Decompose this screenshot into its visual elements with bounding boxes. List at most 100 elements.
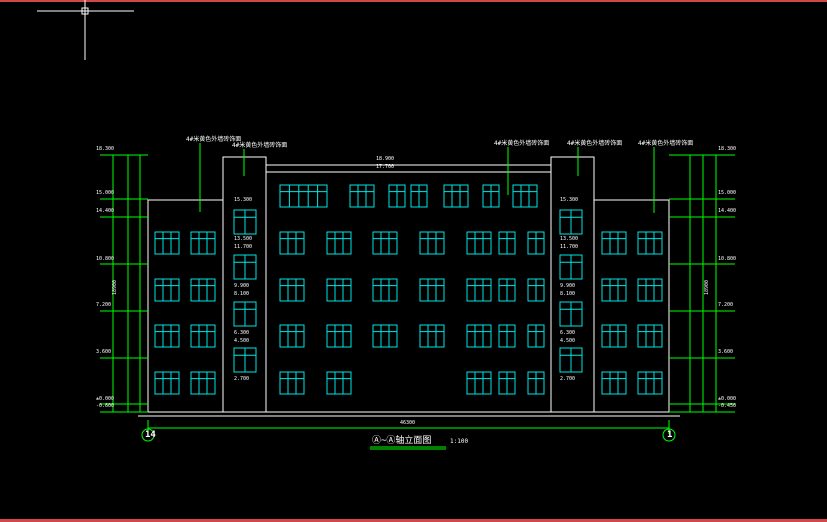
window: [559, 301, 583, 327]
window: [279, 184, 328, 208]
window: [233, 209, 257, 235]
window: [326, 231, 352, 255]
window: [372, 278, 398, 302]
note-center: 4#米黄色外墙砖饰面: [494, 140, 550, 147]
left-level-2: 15.000: [96, 190, 115, 196]
stair-left-level-3: 11.700: [234, 244, 253, 250]
window: [637, 278, 663, 302]
stair-right-level-2: 13.500: [560, 236, 579, 242]
right-level-4: 10.800: [718, 256, 737, 262]
viewport-top-border: [0, 0, 827, 2]
window: [559, 347, 583, 373]
stair-right-level-4: 9.900: [560, 283, 576, 289]
stair-left-level-4: 9.900: [234, 283, 250, 289]
window: [527, 278, 545, 302]
window: [637, 371, 663, 395]
window: [279, 324, 305, 348]
window: [637, 231, 663, 255]
right-level-2: 15.000: [718, 190, 737, 196]
left-level-8: -0.600: [96, 403, 115, 409]
overall-width-dimension: 46300: [400, 420, 416, 426]
window: [466, 231, 492, 255]
left-level-4: 10.800: [96, 256, 115, 262]
axis-bubble-icon: [141, 428, 155, 442]
window: [279, 278, 305, 302]
left-level-1: 18.300: [96, 146, 115, 152]
window: [154, 231, 180, 255]
window: [190, 371, 216, 395]
window: [527, 324, 545, 348]
stair-left-level-8: 2.700: [234, 376, 250, 382]
stair-left-level-5: 8.100: [234, 291, 250, 297]
drawing-title: Ⓐ~Ⓐ轴立面图: [372, 436, 432, 446]
window: [233, 254, 257, 280]
window: [419, 324, 445, 348]
stair-left-level-1: 15.300: [234, 197, 253, 203]
window: [498, 231, 516, 255]
window: [190, 324, 216, 348]
window: [466, 371, 492, 395]
window: [154, 278, 180, 302]
annotations-group: [100, 143, 735, 450]
windows-group: [154, 184, 663, 395]
window: [601, 324, 627, 348]
right-level-8: -0.450: [718, 403, 737, 409]
window: [349, 184, 375, 208]
window: [326, 371, 352, 395]
window: [601, 278, 627, 302]
right-level-5: 7.200: [718, 302, 734, 308]
window: [279, 231, 305, 255]
window: [419, 231, 445, 255]
right-level-7: ±0.000: [718, 396, 737, 402]
window: [498, 324, 516, 348]
axis-label-left: 14: [145, 430, 156, 440]
window: [559, 254, 583, 280]
window: [154, 371, 180, 395]
stair-right-level-6: 6.300: [560, 330, 576, 336]
window: [601, 371, 627, 395]
window: [443, 184, 469, 208]
right-level-1: 18.300: [718, 146, 737, 152]
right-level-6: 3.600: [718, 349, 734, 355]
stair-right-level-1: 15.300: [560, 197, 579, 203]
left-total-height: 18900: [112, 279, 119, 296]
window: [372, 231, 398, 255]
building-outline: [138, 156, 680, 417]
stair-right-level-8: 2.700: [560, 376, 576, 382]
window: [527, 231, 545, 255]
window: [637, 324, 663, 348]
window: [233, 347, 257, 373]
window: [326, 324, 352, 348]
window: [326, 278, 352, 302]
window: [154, 324, 180, 348]
left-level-7: ±0.000: [96, 396, 115, 402]
stair-left-level-6: 6.300: [234, 330, 250, 336]
note-left-stair: 4#米黄色外墙砖饰面: [232, 142, 288, 149]
stair-left-level-2: 13.500: [234, 236, 253, 242]
drawing-scale: 1:100: [450, 438, 469, 445]
crosshair-cursor-icon: [37, 0, 134, 60]
window: [410, 184, 428, 208]
window: [512, 184, 538, 208]
window: [279, 371, 305, 395]
window: [466, 278, 492, 302]
window: [233, 301, 257, 327]
window: [482, 184, 500, 208]
parapet-level-bottom: 17.700: [376, 164, 395, 170]
stair-left-level-7: 4.500: [234, 338, 250, 344]
window: [388, 184, 406, 208]
window: [498, 371, 516, 395]
window: [190, 278, 216, 302]
window: [466, 324, 492, 348]
parapet-level-top: 18.900: [376, 156, 395, 162]
left-level-3: 14.400: [96, 208, 115, 214]
window: [419, 278, 445, 302]
window: [498, 278, 516, 302]
right-level-3: 14.400: [718, 208, 737, 214]
viewport-bottom-border: [0, 519, 827, 522]
stair-right-level-7: 4.500: [560, 338, 576, 344]
window: [527, 371, 545, 395]
axis-label-right: 1: [667, 430, 673, 440]
right-total-height: 18900: [704, 279, 711, 296]
